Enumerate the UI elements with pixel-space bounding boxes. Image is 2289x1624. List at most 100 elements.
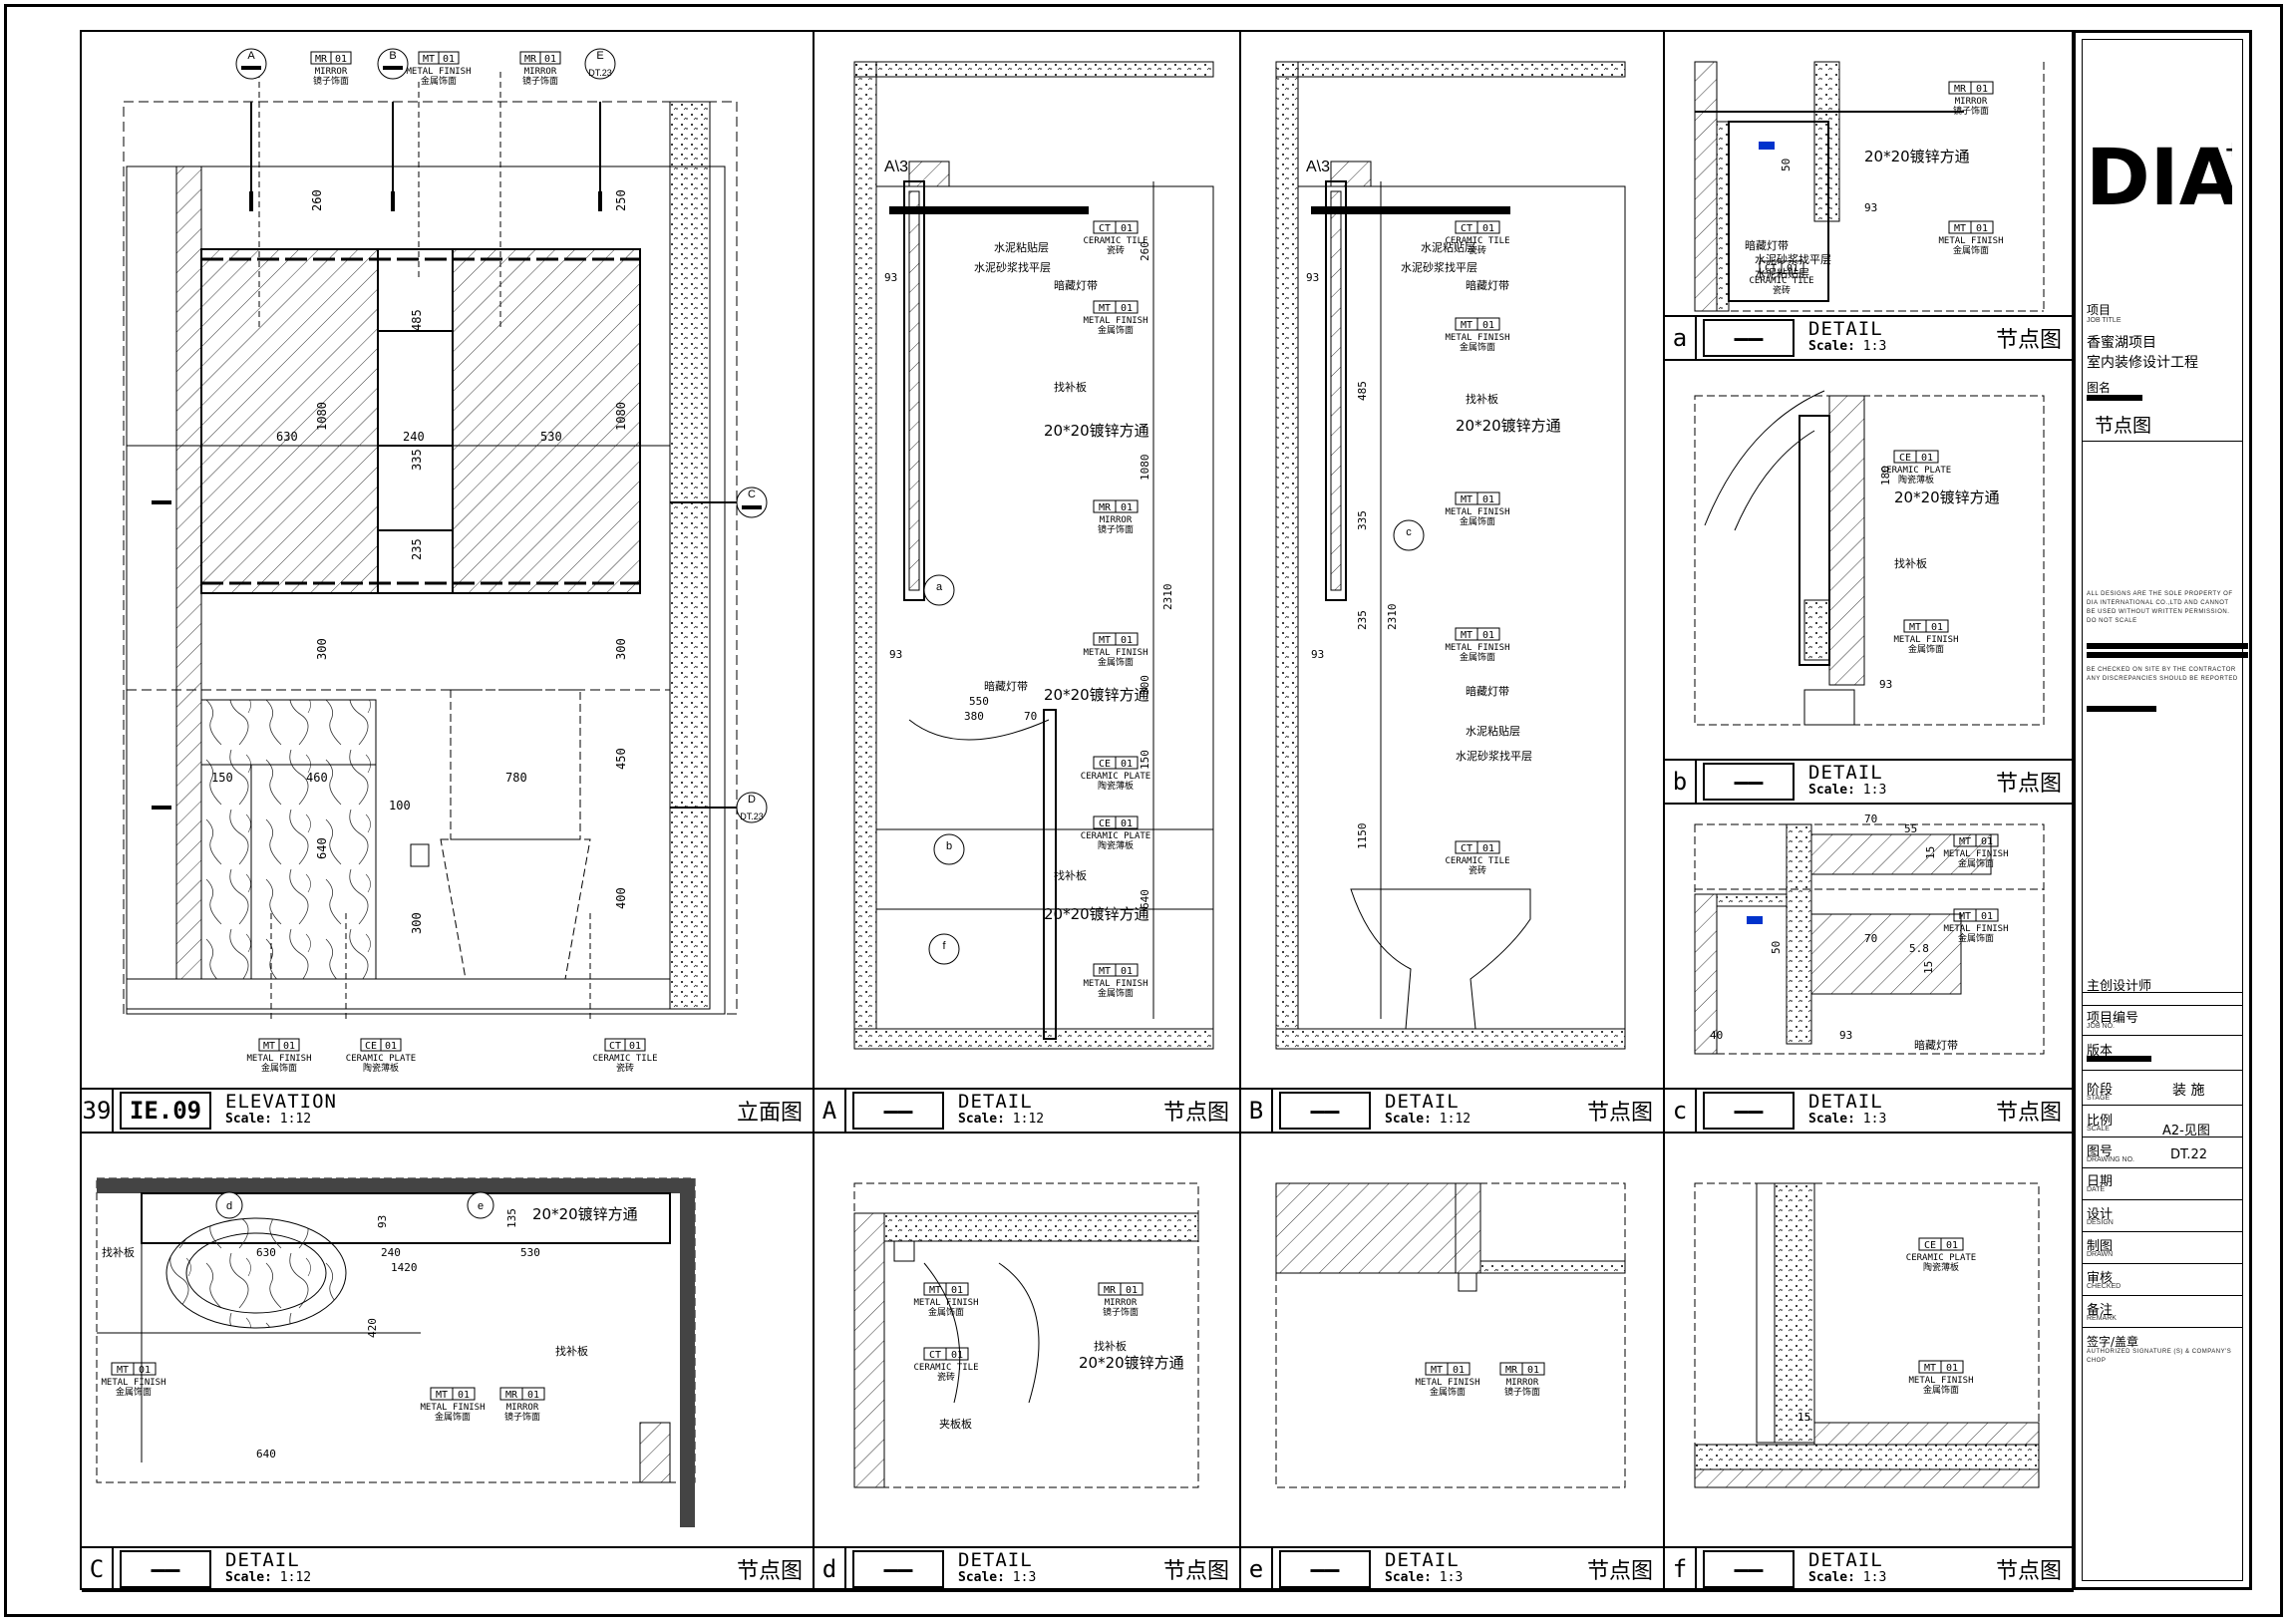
svg-text:1080: 1080 xyxy=(1139,455,1151,482)
scale-label: Scale: xyxy=(1385,1570,1432,1585)
svg-text:20*20镀锌方通: 20*20镀锌方通 xyxy=(1894,488,2000,506)
svg-text:暗藏灯带: 暗藏灯带 xyxy=(1054,278,1098,292)
svg-text:a: a xyxy=(936,581,943,593)
svg-text:485: 485 xyxy=(1356,381,1369,401)
row-sub: CHECKED xyxy=(2087,1283,2122,1290)
panel-cn-title: 节点图 xyxy=(1995,1101,2062,1126)
svg-text:CT: CT xyxy=(1765,263,1777,274)
panel-scale: 1:3 xyxy=(1012,1570,1037,1585)
svg-text:01: 01 xyxy=(1126,1285,1138,1296)
svg-text:01: 01 xyxy=(1482,494,1494,505)
detail-bubble-f[interactable]: f xyxy=(928,933,960,965)
copyright-note: ALL DESIGNS ARE THE SOLE PROPERTY OF DIA… xyxy=(2087,591,2233,624)
svg-text:01: 01 xyxy=(283,1041,295,1052)
row-sub: REMARK xyxy=(2087,1315,2117,1322)
svg-text:300: 300 xyxy=(315,638,329,660)
row-label: 日期 xyxy=(2087,1174,2114,1189)
svg-text:水泥砂浆找平层: 水泥砂浆找平层 xyxy=(974,260,1051,274)
panel-ref: —— xyxy=(120,1550,211,1588)
svg-text:CERAMIC TILE: CERAMIC TILE xyxy=(913,1363,978,1373)
svg-text:CERAMIC TILE: CERAMIC TILE xyxy=(1083,236,1147,246)
svg-text:METAL FINISH: METAL FINISH xyxy=(1938,236,2003,246)
svg-text:镜子饰面: 镜子饰面 xyxy=(1953,105,1989,117)
section-marker-d[interactable]: DDT.23 xyxy=(736,792,768,823)
row-label: 版本 xyxy=(2087,1044,2114,1059)
svg-text:暗藏灯带: 暗藏灯带 xyxy=(1914,1038,1958,1052)
svg-text:01: 01 xyxy=(139,1365,151,1376)
callout-a3: A\3 xyxy=(1306,159,1372,187)
panel-id: c xyxy=(1665,1090,1697,1132)
svg-text:MT: MT xyxy=(1924,1363,1936,1374)
svg-text:水泥粘贴层: 水泥粘贴层 xyxy=(1466,724,1520,738)
svg-text:300: 300 xyxy=(614,638,628,660)
svg-text:15: 15 xyxy=(1922,961,1935,974)
svg-text:CE: CE xyxy=(1924,1240,1936,1251)
detail-bubble-b[interactable]: b xyxy=(933,833,965,865)
svg-text:MR: MR xyxy=(315,54,328,65)
scale-label: Scale: xyxy=(958,1112,1005,1127)
svg-text:暗藏灯带: 暗藏灯带 xyxy=(984,679,1028,693)
detail-bubble-a[interactable]: a xyxy=(923,574,955,606)
svg-text:135: 135 xyxy=(505,1208,518,1228)
svg-text:METAL FINISH: METAL FINISH xyxy=(913,1298,978,1308)
svg-text:5.8: 5.8 xyxy=(1909,942,1929,955)
svg-text:金属饰面: 金属饰面 xyxy=(1098,987,1134,999)
svg-text:240: 240 xyxy=(403,430,425,444)
panel-scale: 1:12 xyxy=(1012,1112,1045,1127)
svg-text:MR: MR xyxy=(1104,1285,1117,1296)
svg-text:93: 93 xyxy=(1864,201,1877,214)
svg-text:A\3: A\3 xyxy=(1306,159,1330,175)
svg-text:金属饰面: 金属饰面 xyxy=(928,1306,964,1318)
detail-bubble-d[interactable]: d xyxy=(215,1191,243,1219)
svg-text:B: B xyxy=(389,50,396,62)
section-marker-a[interactable]: A xyxy=(235,48,267,80)
svg-text:DIA: DIA xyxy=(2093,135,2232,223)
svg-text:水泥粘贴层: 水泥粘贴层 xyxy=(1421,240,1475,254)
svg-text:20*20镀锌方通: 20*20镀锌方通 xyxy=(1079,1354,1184,1372)
section-marker-e[interactable]: EDT.23 xyxy=(584,48,616,80)
panel-id: d xyxy=(815,1548,846,1590)
panel-scale: 1:3 xyxy=(1862,339,1887,354)
detail-bubble-c[interactable]: c xyxy=(1393,519,1425,551)
panel-type: DETAIL xyxy=(958,1549,1033,1571)
svg-text:DT.23: DT.23 xyxy=(740,812,764,821)
svg-text:335: 335 xyxy=(410,449,424,471)
svg-text:MR: MR xyxy=(505,1390,518,1401)
check-note: BE CHECKED ON SITE BY THE CONTRACTOR ANY… xyxy=(2087,667,2238,682)
panel-scale: 1:3 xyxy=(1439,1570,1464,1585)
callout-a3: A\3 xyxy=(884,159,950,187)
panel-type: DETAIL xyxy=(1808,762,1883,784)
scale-label: Scale: xyxy=(1808,783,1855,798)
scale-label: Scale: xyxy=(958,1570,1005,1585)
svg-text:93: 93 xyxy=(1839,1029,1852,1042)
detail-bubble-e[interactable]: e xyxy=(467,1191,494,1219)
svg-text:镜子饰面: 镜子饰面 xyxy=(522,75,558,87)
svg-text:镜子饰面: 镜子饰面 xyxy=(313,75,349,87)
svg-text:陶瓷薄板: 陶瓷薄板 xyxy=(1098,780,1134,792)
svg-text:CE: CE xyxy=(1099,759,1111,770)
section-marker-b[interactable]: B xyxy=(377,48,409,80)
svg-text:01: 01 xyxy=(544,54,556,65)
svg-text:陶瓷薄板: 陶瓷薄板 xyxy=(1923,1261,1959,1273)
section-marker-c[interactable]: C xyxy=(736,487,768,518)
panel-id: C xyxy=(82,1548,114,1590)
svg-text:CT: CT xyxy=(1461,843,1472,854)
svg-text:300: 300 xyxy=(1139,675,1151,695)
svg-text:01: 01 xyxy=(1976,223,1988,234)
svg-text:金属饰面: 金属饰面 xyxy=(435,1411,471,1423)
svg-text:235: 235 xyxy=(1356,610,1369,630)
svg-text:金属饰面: 金属饰面 xyxy=(1430,1386,1466,1398)
svg-text:630: 630 xyxy=(276,430,298,444)
svg-text:01: 01 xyxy=(527,1390,539,1401)
svg-text:780: 780 xyxy=(505,771,527,785)
svg-text:2310: 2310 xyxy=(1161,584,1174,611)
